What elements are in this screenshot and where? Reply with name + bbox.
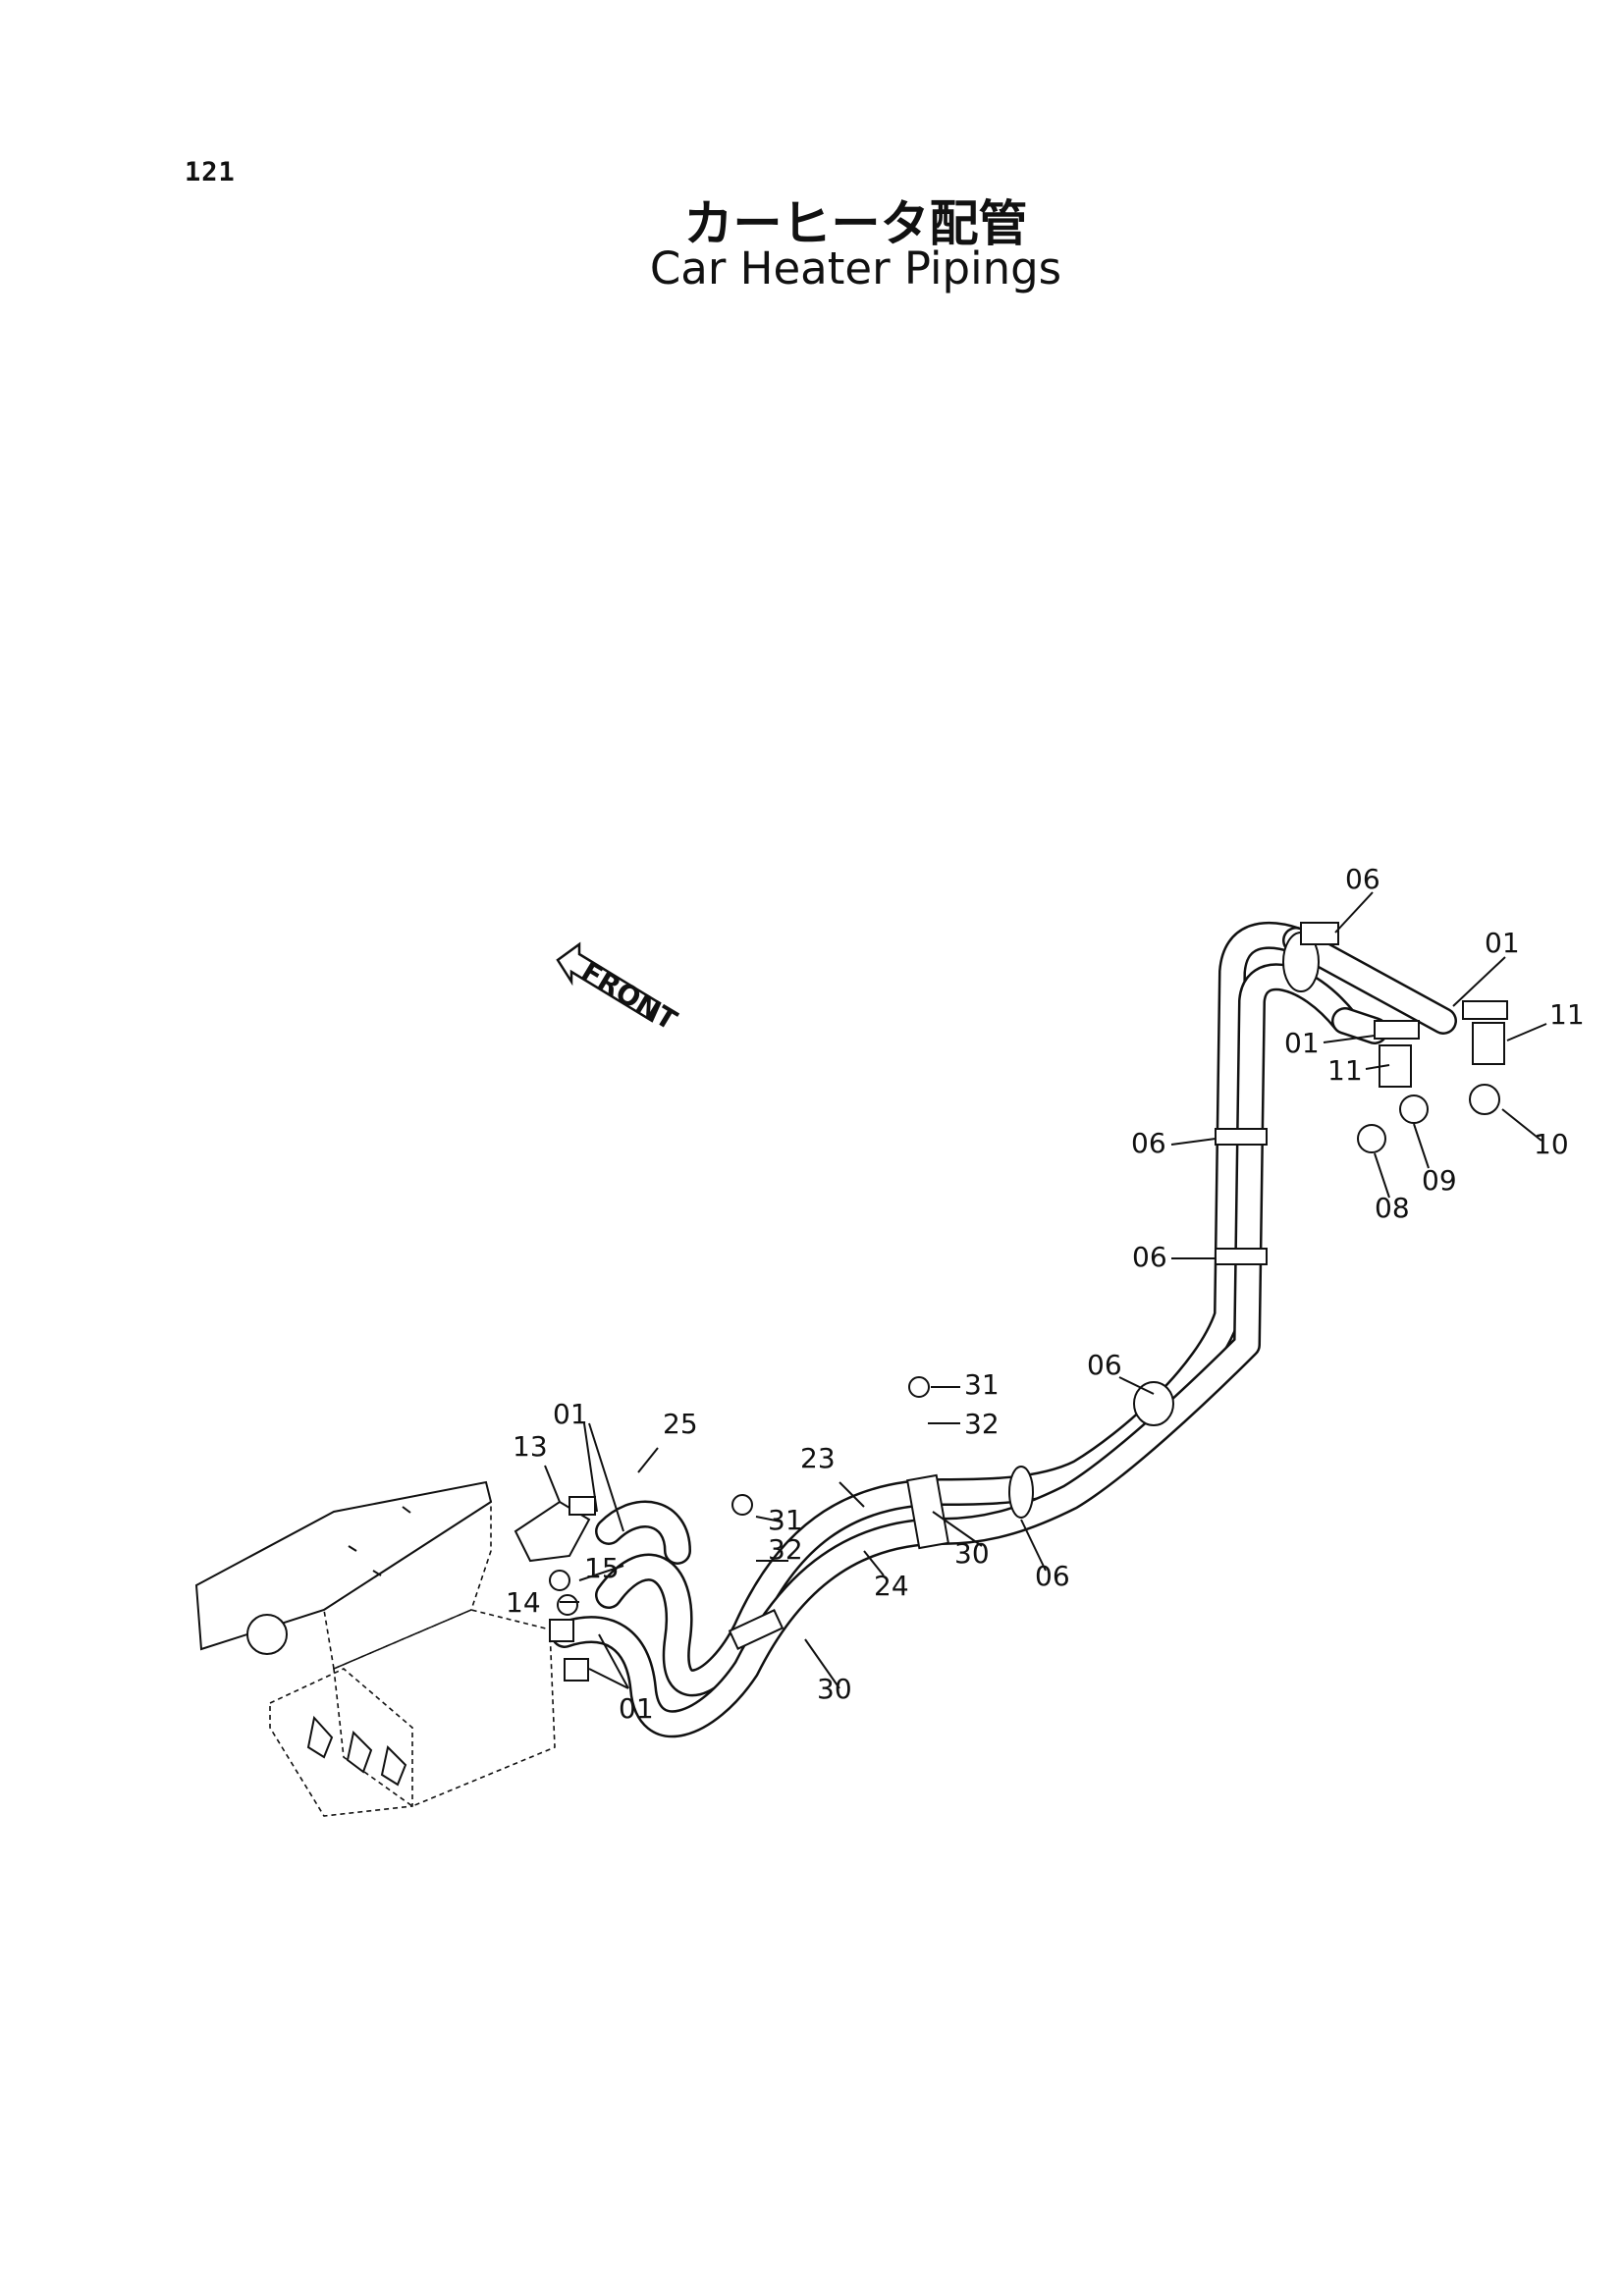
callout-01-left: 01 [553, 1398, 588, 1430]
callout-06-b: 06 [1132, 1241, 1167, 1273]
callout-06-d: 06 [1035, 1560, 1070, 1592]
callout-24: 24 [874, 1570, 909, 1602]
callout-01-bottom: 01 [619, 1692, 654, 1725]
callout-01-top-right: 01 [1485, 927, 1520, 959]
callout-13: 13 [513, 1430, 548, 1463]
callout-11-right: 11 [1549, 998, 1585, 1031]
callout-23: 23 [800, 1442, 836, 1474]
callout-labels: 06 01 11 01 11 10 09 08 06 06 06 06 31 3… [506, 863, 1585, 1725]
title-english: Car Heater Pipings [649, 242, 1062, 294]
callout-25: 25 [663, 1408, 698, 1440]
page-number: 121 [185, 157, 236, 187]
valve-left [514, 1376, 930, 1682]
callout-11-mid: 11 [1327, 1054, 1363, 1087]
front-label: FRONT [575, 955, 682, 1037]
callout-06-a: 06 [1131, 1127, 1166, 1159]
callout-10: 10 [1534, 1128, 1569, 1160]
callout-31-b: 31 [768, 1504, 803, 1536]
callout-06-c: 06 [1087, 1349, 1122, 1381]
callout-14: 14 [506, 1586, 541, 1619]
callout-15: 15 [584, 1552, 620, 1584]
fittings-top-right [1357, 1000, 1508, 1153]
pipe-clamps [728, 922, 1339, 1650]
callout-32-a: 32 [964, 1408, 1000, 1440]
callout-30-b: 30 [817, 1673, 852, 1705]
heater-unit [194, 1480, 556, 1817]
callout-01-mid: 01 [1284, 1027, 1320, 1059]
callout-30-a: 30 [954, 1537, 990, 1570]
callout-08: 08 [1375, 1192, 1410, 1224]
callout-09: 09 [1422, 1164, 1457, 1197]
callout-31-a: 31 [964, 1368, 1000, 1401]
callout-06-top: 06 [1345, 863, 1380, 895]
leader-lines [544, 891, 1547, 1689]
front-arrow-icon: FRONT [556, 941, 682, 1037]
title-japanese: カーヒータ配管 [683, 195, 1028, 252]
callout-32-b: 32 [768, 1533, 803, 1566]
